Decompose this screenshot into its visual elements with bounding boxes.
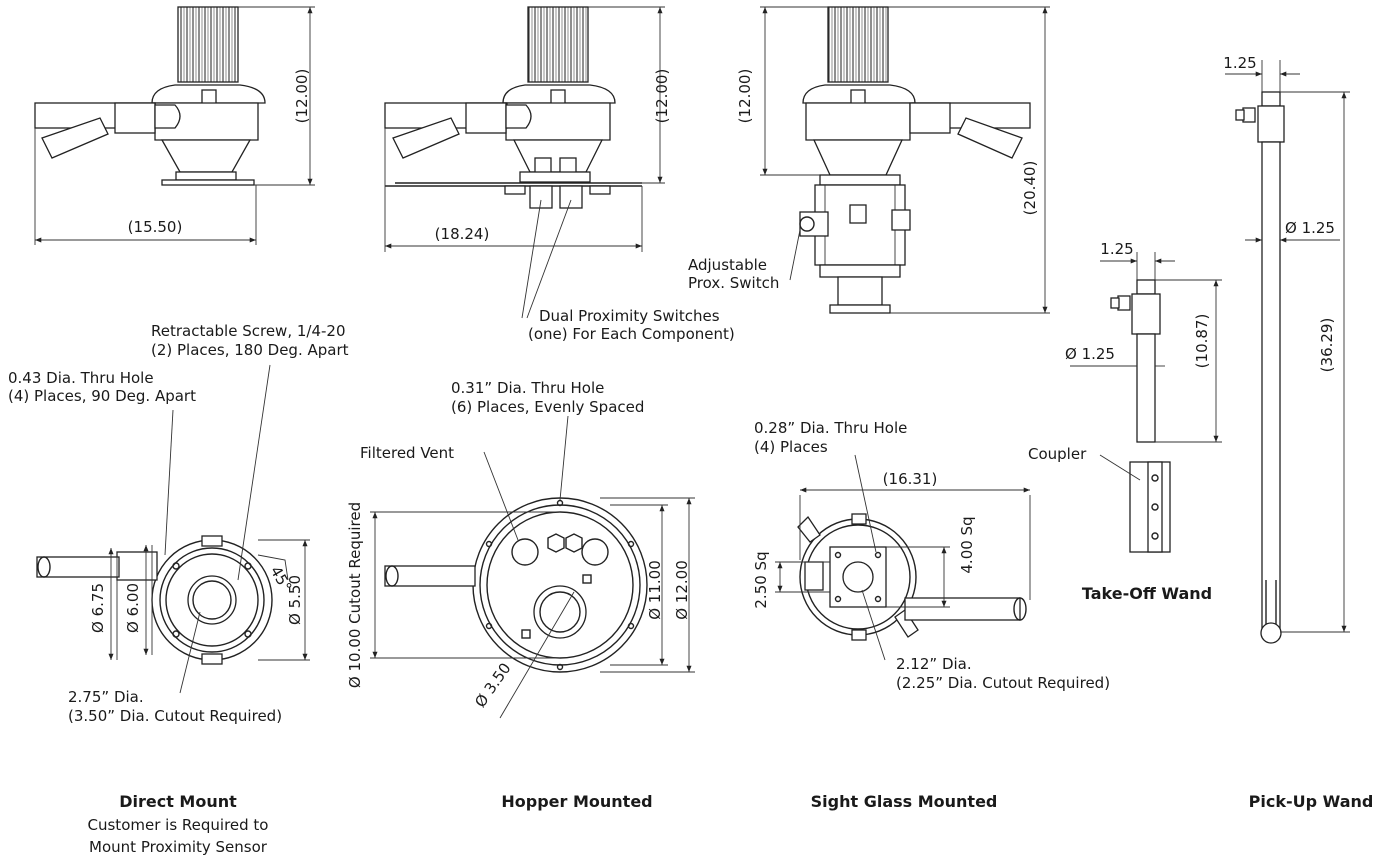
hm-d1100-dim: Ø 11.00 <box>646 560 664 620</box>
to-top-dim: 1.25 <box>1100 240 1133 258</box>
hm-height-dim: (12.00) <box>653 69 671 124</box>
hm-d1000-dim: Ø 10.00 Cutout Required <box>346 502 364 688</box>
pu-dia-dim: Ø 1.25 <box>1285 219 1335 237</box>
coupler-label: Coupler <box>1028 445 1087 463</box>
caption-direct-sub: Customer is Required to <box>88 816 269 834</box>
vent-label: Filtered Vent <box>360 444 454 462</box>
dm-d550-dim: Ø 5.50 <box>286 575 304 625</box>
caption-pickup: Pick-Up Wand <box>1249 792 1374 811</box>
adjustable-note-2: Prox. Switch <box>688 274 779 292</box>
hole28-note-2: (4) Places <box>754 438 828 456</box>
sg-sq400-dim: 4.00 Sq <box>958 516 976 573</box>
sg-sq250-dim: 2.50 Sq <box>752 551 770 608</box>
direct-mount-side-view <box>34 6 315 245</box>
hole28-note: 0.28” Dia. Thru Hole <box>754 419 907 437</box>
to-dia-dim: Ø 1.25 <box>1065 345 1115 363</box>
pu-len-dim: (36.29) <box>1318 318 1336 373</box>
caption-direct-sub-2: Mount Proximity Sensor <box>89 838 268 856</box>
takeoff-wand-drawing <box>1070 252 1222 553</box>
adjustable-note: Adjustable <box>688 256 767 274</box>
dm-height-dim: (12.00) <box>293 69 311 124</box>
hole31-note-2: (6) Places, Evenly Spaced <box>451 398 644 416</box>
retractable-note: Retractable Screw, 1/4-20 <box>151 322 346 340</box>
hm-d1200-dim: Ø 12.00 <box>673 560 691 620</box>
hopper-top-view <box>370 415 695 719</box>
caption-takeoff: Take-Off Wand <box>1082 584 1212 603</box>
sight-glass-side-view <box>760 6 1050 314</box>
hm-d350-dim: Ø 3.50 <box>471 659 514 710</box>
direct-mount-top-view <box>36 364 310 694</box>
dm-d600-dim: Ø 6.00 <box>124 583 142 633</box>
hm-width-dim: (18.24) <box>435 225 490 243</box>
caption-direct-mount: Direct Mount <box>119 792 237 811</box>
sg-height-dim: (12.00) <box>736 69 754 124</box>
dm-cutout-note-2: (3.50” Dia. Cutout Required) <box>68 707 282 725</box>
sight-glass-top-view <box>775 454 1031 661</box>
caption-sight-glass: Sight Glass Mounted <box>811 792 998 811</box>
dm-d675-dim: Ø 6.75 <box>89 583 107 633</box>
sg-total-dim: (20.40) <box>1021 161 1039 216</box>
dual-switches-note: Dual Proximity Switches <box>539 307 720 325</box>
sg-cutout-note-2: (2.25” Dia. Cutout Required) <box>896 674 1110 692</box>
hole43-note: 0.43 Dia. Thru Hole <box>8 369 154 387</box>
dm-cutout-note: 2.75” Dia. <box>68 688 144 706</box>
retractable-note-2: (2) Places, 180 Deg. Apart <box>151 341 349 359</box>
pickup-wand-drawing <box>1225 60 1350 644</box>
dual-switches-note-2: (one) For Each Component) <box>528 325 735 343</box>
caption-hopper: Hopper Mounted <box>501 792 652 811</box>
sg-width-dim: (16.31) <box>883 470 938 488</box>
dm-width-dim: (15.50) <box>128 218 183 236</box>
hole31-note: 0.31” Dia. Thru Hole <box>451 379 604 397</box>
pu-top-dim: 1.25 <box>1223 54 1256 72</box>
hole43-note-2: (4) Places, 90 Deg. Apart <box>8 387 196 405</box>
hopper-side-view <box>384 6 665 319</box>
to-len-dim: (10.87) <box>1193 314 1211 369</box>
sg-cutout-note: 2.12” Dia. <box>896 655 972 673</box>
